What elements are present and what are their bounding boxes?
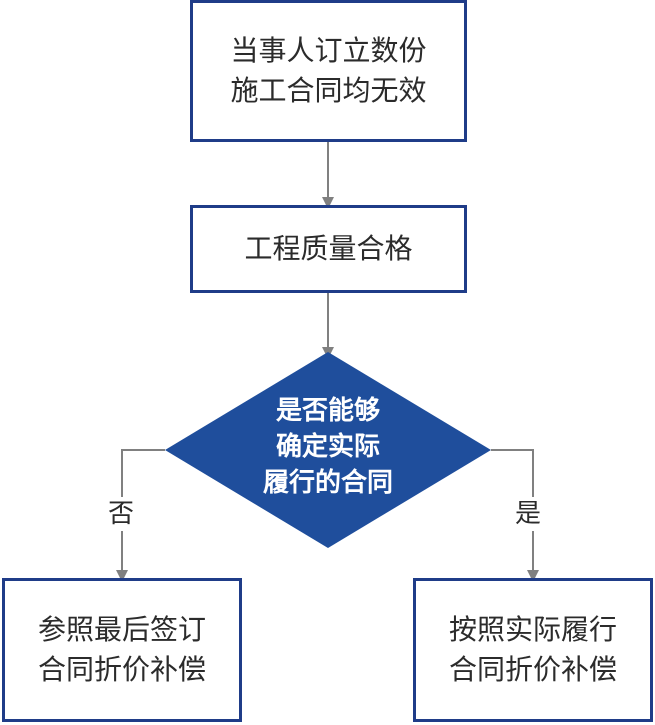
no-branch-node: 参照最后签订 合同折价补偿 bbox=[2, 578, 242, 722]
decision-line-1: 是否能够 bbox=[275, 396, 380, 426]
decision-node-text: 是否能够 确定实际 履行的合同 bbox=[228, 393, 428, 501]
quality-node: 工程质量合格 bbox=[190, 205, 467, 293]
start-node-line-2: 施工合同均无效 bbox=[230, 74, 427, 107]
decision-line-3: 履行的合同 bbox=[262, 468, 393, 498]
yes-branch-node: 按照实际履行 合同折价补偿 bbox=[413, 578, 653, 722]
arrow-decision-to-no bbox=[116, 449, 165, 582]
start-node: 当事人订立数份 施工合同均无效 bbox=[190, 0, 467, 142]
decision-diamond bbox=[165, 352, 491, 548]
decision-line-2: 确定实际 bbox=[275, 432, 380, 462]
arrow-decision-to-yes bbox=[491, 449, 539, 582]
start-node-line-1: 当事人订立数份 bbox=[230, 34, 427, 67]
no-branch-line-1: 参照最后签订 bbox=[37, 613, 206, 646]
no-branch-line-2: 合同折价补偿 bbox=[37, 653, 206, 686]
yes-branch-line-2: 合同折价补偿 bbox=[448, 653, 617, 686]
quality-node-label: 工程质量合格 bbox=[244, 232, 413, 265]
yes-branch-line-1: 按照实际履行 bbox=[448, 613, 617, 646]
edge-label-yes: 是 bbox=[515, 497, 542, 531]
edge-label-no: 否 bbox=[108, 497, 135, 531]
